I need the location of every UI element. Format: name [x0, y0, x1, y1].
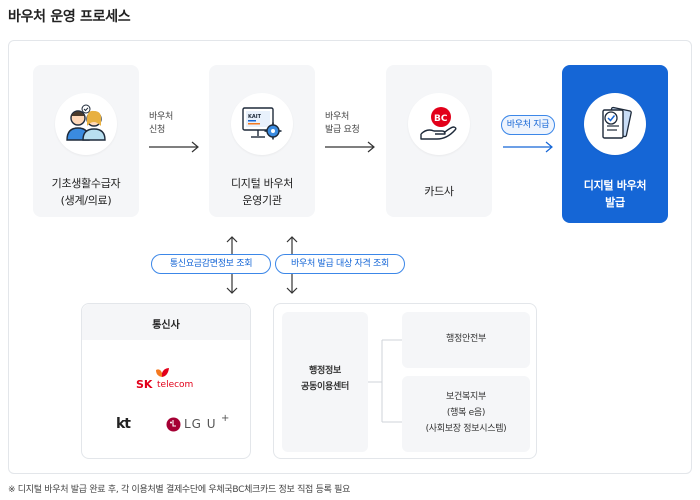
sk-mark: SK	[136, 378, 153, 391]
apply-step-line1: 바우처	[149, 112, 173, 122]
admin-info-center-panel: 행정정보 공동이용센터 행정안전부 보건복지부 (행복 e음) (사회보장 정보…	[273, 303, 537, 459]
issue-label-line2: 발급	[605, 196, 625, 209]
document-check-icon	[602, 106, 632, 139]
sk-butterfly-icon	[156, 368, 169, 377]
telecom-panel: 통신사 SK telecom kt LG U +	[81, 303, 251, 459]
right-arrow-icon	[325, 141, 375, 153]
monitor-gear-icon: KAIT	[242, 107, 282, 140]
apply-step-line2: 신청	[149, 125, 165, 135]
recipient-label-line2: (생계/의료)	[60, 194, 112, 207]
sk-telecom-logo: SK telecom	[136, 366, 216, 394]
ministry-interior-label: 행정안전부	[446, 334, 486, 344]
card-icon-circle: BC	[408, 93, 470, 155]
request-step-line1: 바우처	[325, 112, 349, 122]
ministry-welfare-box: 보건복지부 (행복 e음) (사회보장 정보시스템)	[402, 376, 530, 452]
connector-lines	[368, 339, 404, 423]
ministry-welfare-line2: (행복 e음)	[446, 408, 486, 418]
info-center-line1: 행정정보	[309, 366, 341, 376]
card-company-node: BC 카드사	[386, 65, 492, 217]
footnote: ※ 디지털 바우처 발급 완료 후, 각 이용처별 결제수단에 우체국BC체크카…	[8, 485, 351, 495]
lg-face-icon	[166, 417, 181, 432]
telecom-panel-title: 통신사	[152, 320, 180, 331]
payment-step-badge: 바우처 지급	[501, 115, 555, 135]
recipient-label-line1: 기초생활수급자	[51, 177, 121, 190]
telecom-panel-header	[82, 304, 250, 340]
info-center-box: 행정정보 공동이용센터	[282, 312, 368, 452]
bc-card-hand-icon: BC	[420, 107, 457, 140]
agency-icon-circle: KAIT	[231, 93, 293, 155]
svg-text:KAIT: KAIT	[248, 114, 262, 120]
process-diagram: 기초생활수급자 (생계/의료) 바우처 신청 KAIT	[8, 40, 692, 474]
issue-icon-circle	[584, 93, 646, 155]
issue-label-line1: 디지털 바우처	[583, 179, 647, 192]
info-center-line2: 공동이용센터	[301, 382, 349, 392]
digital-voucher-issue-node: 디지털 바우처 발급	[562, 65, 668, 223]
card-company-label: 카드사	[424, 185, 454, 198]
eligibility-query-badge: 바우처 발급 대상 자격 조회	[275, 254, 405, 274]
lg-uplus-plus: +	[221, 413, 230, 424]
people-icon	[66, 104, 106, 141]
ministry-welfare-line1: 보건복지부	[446, 392, 486, 402]
right-arrow-icon	[149, 141, 199, 153]
right-arrow-icon	[503, 141, 553, 153]
agency-node: KAIT 디지털 바우처 운영기관	[209, 65, 315, 217]
agency-label-line2: 운영기관	[242, 194, 282, 207]
page-title: 바우처 운영 프로세스	[8, 9, 131, 25]
telecom-discount-query-badge: 통신요금감면정보 조회	[151, 254, 271, 274]
sk-wordmark: telecom	[157, 380, 194, 390]
lg-uplus-wordmark: LG U	[184, 417, 217, 431]
agency-label-line1: 디지털 바우처	[230, 177, 294, 190]
recipient-icon-circle	[55, 93, 117, 155]
kt-logo: kt	[116, 416, 131, 432]
ministry-interior-box: 행정안전부	[402, 312, 530, 368]
svg-text:BC: BC	[434, 114, 448, 124]
request-step-line2: 발급 요청	[325, 125, 360, 135]
recipient-node: 기초생활수급자 (생계/의료)	[33, 65, 139, 217]
lg-uplus-logo: LG U +	[166, 413, 236, 436]
ministry-welfare-line3: (사회보장 정보시스템)	[425, 424, 507, 434]
